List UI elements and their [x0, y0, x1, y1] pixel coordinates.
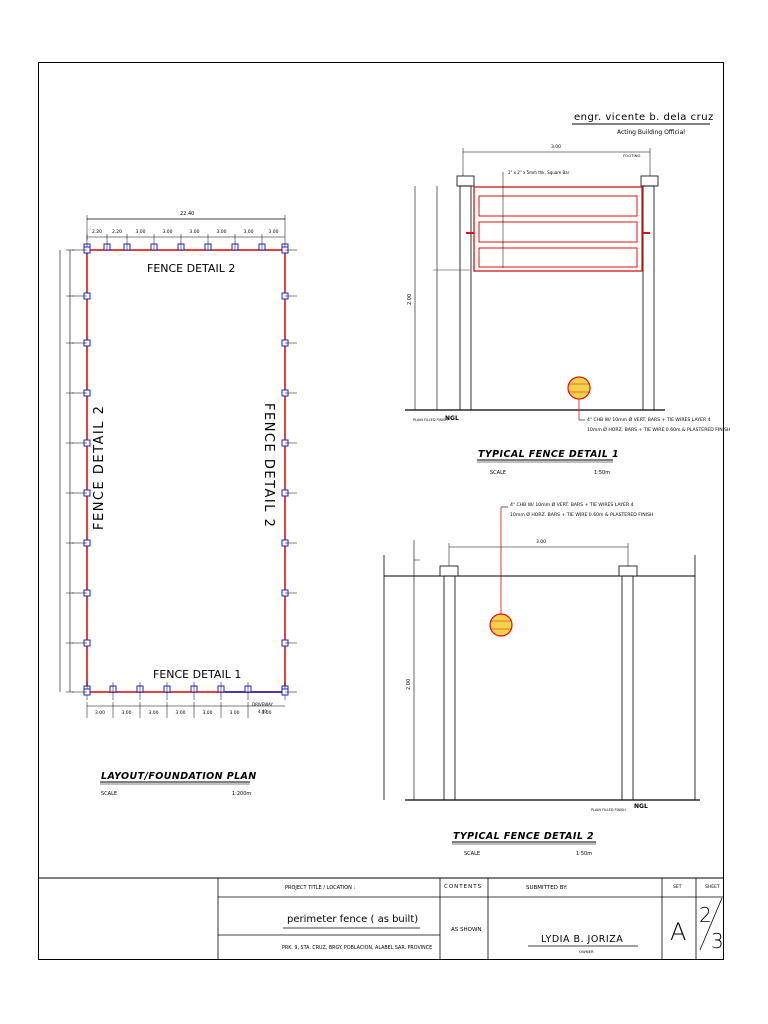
- detail2-ngl: NGL: [634, 803, 648, 810]
- detail2-post-left: [443, 575, 456, 801]
- tb-sheet-num: 2: [699, 903, 712, 927]
- detail1-scale-label: SCALE: [490, 470, 506, 476]
- fence-detail-2: 4" CHB W/ 10mm Ø VERT. BARS + TIE WIRES …: [383, 501, 700, 857]
- tb-sheet-total: 3: [711, 929, 724, 953]
- tb-sheet-label: SHEET: [705, 884, 720, 890]
- tb-project-title: perimeter fence ( as built): [287, 914, 418, 925]
- plan-scale-value: 1:200m: [232, 791, 251, 797]
- detail1-height-dim: 2.00: [407, 294, 413, 305]
- detail1-callout-marker: [567, 376, 591, 400]
- tb-contents-value: AS SHOWN: [451, 927, 482, 933]
- tb-set-label: SET: [673, 884, 682, 890]
- bottom-dim-label: 3.00: [176, 710, 186, 716]
- top-dim-label: 3.00: [163, 229, 173, 235]
- detail1-top-dim: 3.00: [551, 144, 561, 150]
- layout-plan: 22.40 2.20 2.20 3.00 3.00 3.00 3.00 3.00 3.00 3…: [59, 211, 297, 797]
- plan-scale-label: SCALE: [101, 791, 117, 797]
- detail2-post-right: [621, 575, 634, 801]
- plan-title: LAYOUT/FOUNDATION PLAN: [101, 771, 257, 782]
- detail1-callout-line1: 4" CHB W/ 10mm Ø VERT. BARS + TIE WIRES …: [587, 416, 711, 423]
- detail1-callout-line2: 10mm Ø HORZ. BARS + TIE WIRE 0.60m & PLA…: [587, 426, 730, 433]
- top-dim-label: 3.00: [217, 229, 227, 235]
- top-dim-label: 3.00: [190, 229, 200, 235]
- detail2-callout-marker: [489, 613, 513, 637]
- top-dim-label: 3.00: [269, 229, 279, 235]
- plan-label-left: FENCE DETAIL 2: [92, 405, 107, 530]
- detail2-top-dim: 3.00: [536, 539, 546, 545]
- engineer-title: Acting Building Official: [617, 129, 685, 136]
- plan-overall-dim: 22.40: [180, 211, 194, 217]
- detail1-pipe-note: 2" x 2" x 5mm thk. Square Bar: [508, 170, 570, 175]
- detail2-scale-label: SCALE: [464, 851, 480, 857]
- tb-sheet-slash: [699, 897, 723, 951]
- detail2-title: TYPICAL FENCE DETAIL 2: [453, 831, 594, 842]
- fence-detail-1: 3.00 FOOTING 2.00 2" x 2" x 5mm thk. Squ…: [405, 144, 730, 476]
- tb-set-value: A: [670, 918, 686, 946]
- bottom-dim-label: 3.00: [149, 710, 159, 716]
- title-block: PROJECT TITLE / LOCATION : perimeter fen…: [38, 877, 724, 960]
- detail1-scale-value: 1:50m: [594, 470, 610, 476]
- tb-project-label: PROJECT TITLE / LOCATION :: [285, 885, 355, 891]
- tb-location: PRK. 9, STA. CRUZ, BRGY. POBLACION, ALAB…: [282, 945, 432, 951]
- bottom-dim-label: 3.00: [262, 710, 272, 716]
- detail2-callout-line1: 4" CHB W/ 10mm Ø VERT. BARS + TIE WIRES …: [510, 501, 634, 508]
- top-dim-label: 2.20: [92, 229, 102, 235]
- detail2-left-note: PLAIN FILLED FINISH: [591, 808, 626, 812]
- tb-submitted-label: SUBMITTED BY:: [526, 885, 568, 891]
- detail1-title: TYPICAL FENCE DETAIL 1: [478, 449, 619, 460]
- plan-label-top: FENCE DETAIL 2: [147, 262, 235, 275]
- detail1-ngl: NGL: [445, 415, 459, 422]
- detail1-post-note: FOOTING: [623, 153, 640, 158]
- tb-submitted-name: LYDIA B. JORIZA: [541, 934, 623, 945]
- detail1-post-right: [642, 185, 655, 411]
- plan-label-bottom: FENCE DETAIL 1: [153, 668, 241, 681]
- bottom-dim-label: 3.00: [203, 710, 213, 716]
- detail1-left-note: PLAIN FILLED FINISH: [413, 418, 448, 422]
- drawing-sheet-border: [38, 62, 724, 960]
- bottom-dim-label: 3.00: [95, 710, 105, 716]
- fence-perimeter: [86, 249, 286, 693]
- driveway-dim: 4.40: [258, 709, 267, 714]
- detail2-callout-line2: 10mm Ø HORZ. BARS + TIE WIRE 0.60m & PLA…: [510, 511, 653, 518]
- detail2-height-dim: 2.00: [406, 679, 412, 690]
- tb-submitted-role: OWNER: [579, 949, 594, 954]
- top-dim-label: 3.00: [244, 229, 254, 235]
- detail1-rail-panel: [473, 186, 643, 272]
- plan-label-right: FENCE DETAIL 2: [261, 403, 276, 528]
- engineer-name: engr. vicente b. dela cruz: [574, 112, 714, 123]
- detail1-post-left: [459, 185, 472, 411]
- driveway-label: DRIVEWAY: [252, 702, 273, 707]
- bottom-dim-label: 3.00: [230, 710, 240, 716]
- tb-contents-label: CONTENTS: [444, 884, 482, 890]
- top-dim-label: 3.00: [136, 229, 146, 235]
- bottom-dim-label: 3.00: [122, 710, 132, 716]
- top-dim-label: 2.20: [112, 229, 122, 235]
- detail2-scale-value: 1:50m: [576, 851, 592, 857]
